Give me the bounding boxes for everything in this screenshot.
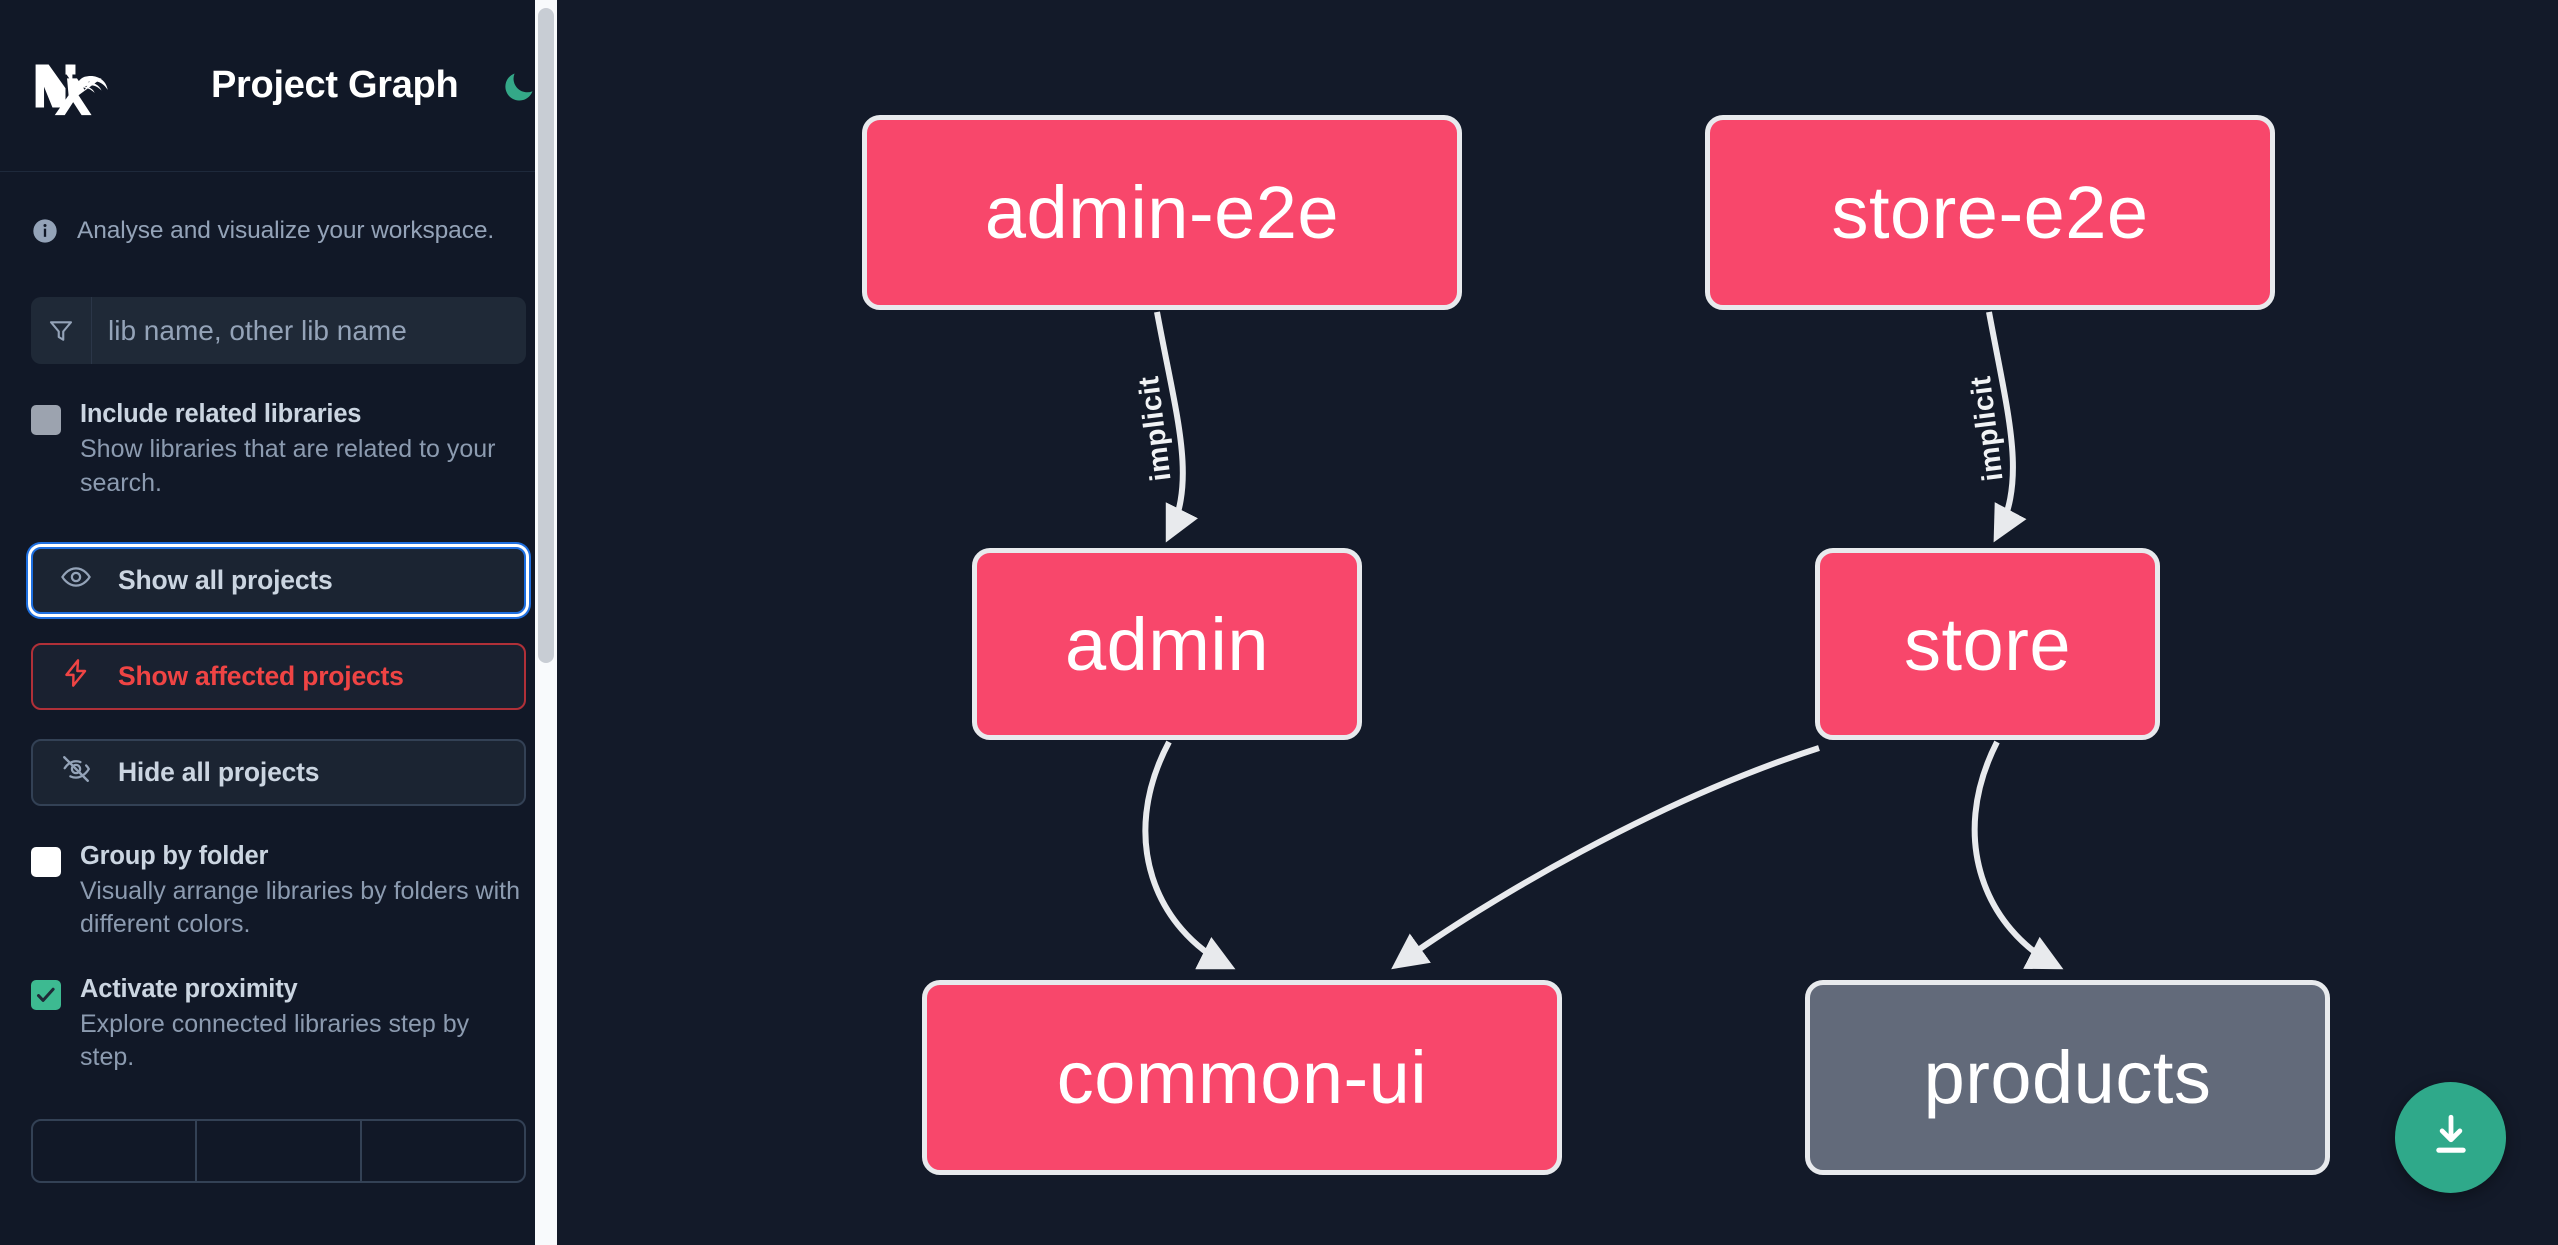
lightning-bolt-icon — [60, 657, 92, 696]
proximity-increase-button[interactable] — [362, 1121, 524, 1181]
node-label: store — [1903, 602, 2071, 686]
node-label: store-e2e — [1831, 171, 2149, 254]
eye-icon — [60, 561, 92, 600]
filter-funnel-icon — [31, 297, 92, 364]
option-label: Activate proximity — [80, 974, 298, 1003]
proximity-value — [197, 1121, 362, 1182]
page-title: Project Graph — [211, 64, 459, 106]
show-affected-projects-button[interactable]: Show affected projects — [31, 642, 526, 710]
project-visibility-buttons: Show all projects Show affected projects — [31, 546, 526, 806]
node-label: products — [1923, 1036, 2212, 1119]
info-icon — [31, 217, 59, 245]
checkbox-include-related-libraries[interactable] — [31, 405, 61, 435]
download-icon — [2425, 1109, 2477, 1166]
button-label: Show all projects — [118, 564, 333, 595]
show-all-projects-button[interactable]: Show all projects — [31, 546, 526, 614]
option-label: Include related libraries — [80, 400, 362, 428]
edge-store-to-products — [1971, 740, 2064, 970]
edge-store-e2e-to-store — [1986, 311, 2027, 543]
graph-node-common-ui[interactable]: common-ui — [922, 980, 1562, 1175]
sidebar-header: Project Graph — [0, 0, 557, 172]
edge-admin-e2e-to-admin — [1154, 311, 1198, 543]
proximity-step-controls[interactable] — [31, 1119, 526, 1184]
graph-canvas[interactable]: admin-e2e store-e2e admin store common-u… — [557, 0, 2558, 1245]
sidebar-scrollbar-thumb[interactable] — [538, 8, 554, 663]
option-description: Explore connected libraries step by step… — [80, 1009, 470, 1072]
checkbox-group-by-folder[interactable] — [31, 846, 61, 877]
node-label: admin-e2e — [984, 171, 1340, 254]
node-label: admin — [1064, 602, 1270, 686]
option-label: Group by folder — [80, 841, 269, 870]
edge-store-to-common-ui — [1391, 745, 1820, 970]
button-label: Hide all projects — [118, 756, 320, 787]
graph-node-products[interactable]: products — [1805, 980, 2330, 1175]
graph-node-store[interactable]: store — [1815, 548, 2160, 740]
search-input[interactable] — [92, 297, 526, 364]
hide-all-projects-button[interactable]: Hide all projects — [31, 738, 526, 806]
button-label: Show affected projects — [118, 660, 404, 691]
graph-node-admin-e2e[interactable]: admin-e2e — [862, 115, 1462, 310]
download-graph-button[interactable] — [2395, 1082, 2506, 1193]
option-description: Visually arrange libraries by folders wi… — [80, 877, 521, 939]
option-activate-proximity[interactable]: Activate proximity Explore connected lib… — [31, 975, 526, 1075]
proximity-decrease-button[interactable] — [33, 1121, 198, 1182]
sidebar: Project Graph Analyse and visualize your… — [0, 0, 557, 1245]
option-include-related-libraries[interactable]: Include related libraries Show libraries… — [31, 400, 526, 500]
moon-icon[interactable] — [498, 65, 540, 107]
graph-node-admin[interactable]: admin — [972, 548, 1362, 740]
sidebar-scrollbar[interactable] — [535, 0, 557, 1245]
workspace-info: Analyse and visualize your workspace. — [31, 172, 526, 245]
search-bar — [31, 297, 526, 364]
option-group-by-folder[interactable]: Group by folder Visually arrange librari… — [31, 842, 526, 942]
checkbox-activate-proximity[interactable] — [31, 979, 61, 1010]
info-text: Analyse and visualize your workspace. — [77, 217, 495, 244]
sidebar-body: Analyse and visualize your workspace. In… — [0, 172, 557, 1184]
graph-edges — [1142, 311, 2064, 970]
node-label: common-ui — [1056, 1036, 1428, 1119]
eye-off-icon — [60, 753, 92, 792]
option-description: Show libraries that are related to your … — [80, 435, 496, 497]
edge-admin-to-common-ui — [1142, 740, 1236, 970]
graph-node-store-e2e[interactable]: store-e2e — [1705, 115, 2275, 310]
nx-logo-icon — [31, 55, 123, 117]
